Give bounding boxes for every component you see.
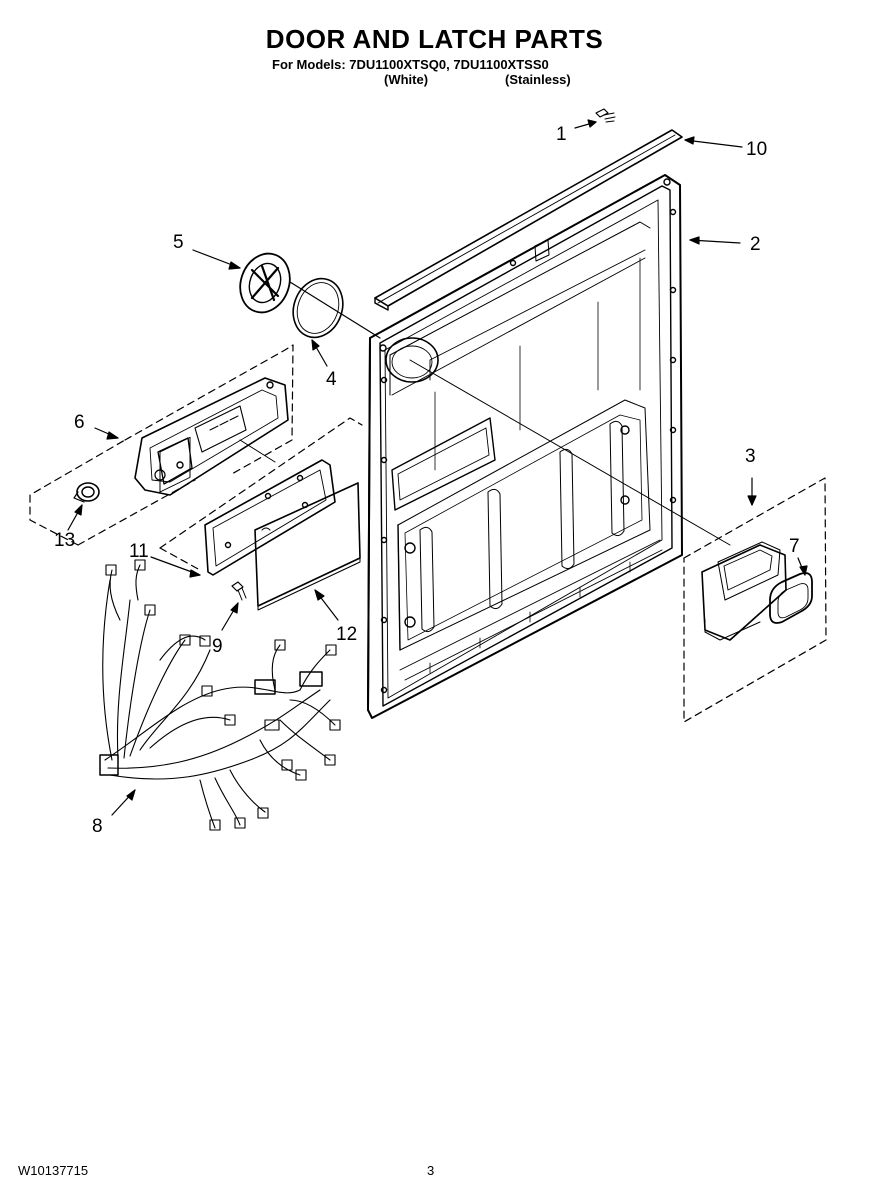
- leader-lines: [67, 119, 808, 816]
- screw-1: [595, 108, 616, 123]
- callout-9: 9: [212, 636, 223, 657]
- callout-5: 5: [173, 232, 184, 253]
- callout-1: 1: [556, 124, 567, 145]
- group-box-control: [159, 417, 363, 571]
- group-box-strike: [683, 477, 827, 723]
- models-line: For Models: 7DU1100XTSQ0, 7DU1100XTSS0: [272, 57, 549, 72]
- variant-white-label: (White): [384, 72, 429, 87]
- group-box-latch: [29, 344, 294, 546]
- latch-strike: [701, 541, 787, 641]
- callout-8: 8: [92, 816, 103, 837]
- document-code: W10137715: [18, 1163, 89, 1178]
- callout-3: 3: [745, 446, 756, 467]
- callout-13: 13: [54, 530, 75, 551]
- vent-gasket-ring: [292, 277, 344, 339]
- callout-10: 10: [746, 139, 767, 160]
- callout-4: 4: [326, 369, 337, 390]
- callout-11: 11: [129, 541, 149, 562]
- vent-cap: [239, 252, 291, 314]
- variant-stainless-label: (Stainless): [505, 72, 571, 87]
- page-number: 3: [427, 1163, 435, 1178]
- latch-assembly: [134, 377, 289, 496]
- callout-labels: 1 2 3 4 5 6 7 8 9 10 11 12 13: [54, 124, 800, 837]
- control-board-bracket: [204, 459, 336, 576]
- wire-harness: [99, 559, 341, 831]
- push-button: [73, 482, 100, 503]
- callout-2: 2: [750, 234, 761, 255]
- page-title: DOOR AND LATCH PARTS: [265, 24, 604, 54]
- callout-6: 6: [74, 412, 85, 433]
- door-top-strip: [374, 129, 683, 311]
- screw-9: [231, 581, 247, 601]
- strike-gasket: [769, 572, 813, 624]
- inner-door-panel: [367, 174, 683, 719]
- callout-7: 7: [789, 536, 800, 557]
- control-board: [254, 482, 361, 611]
- callout-12: 12: [336, 624, 357, 645]
